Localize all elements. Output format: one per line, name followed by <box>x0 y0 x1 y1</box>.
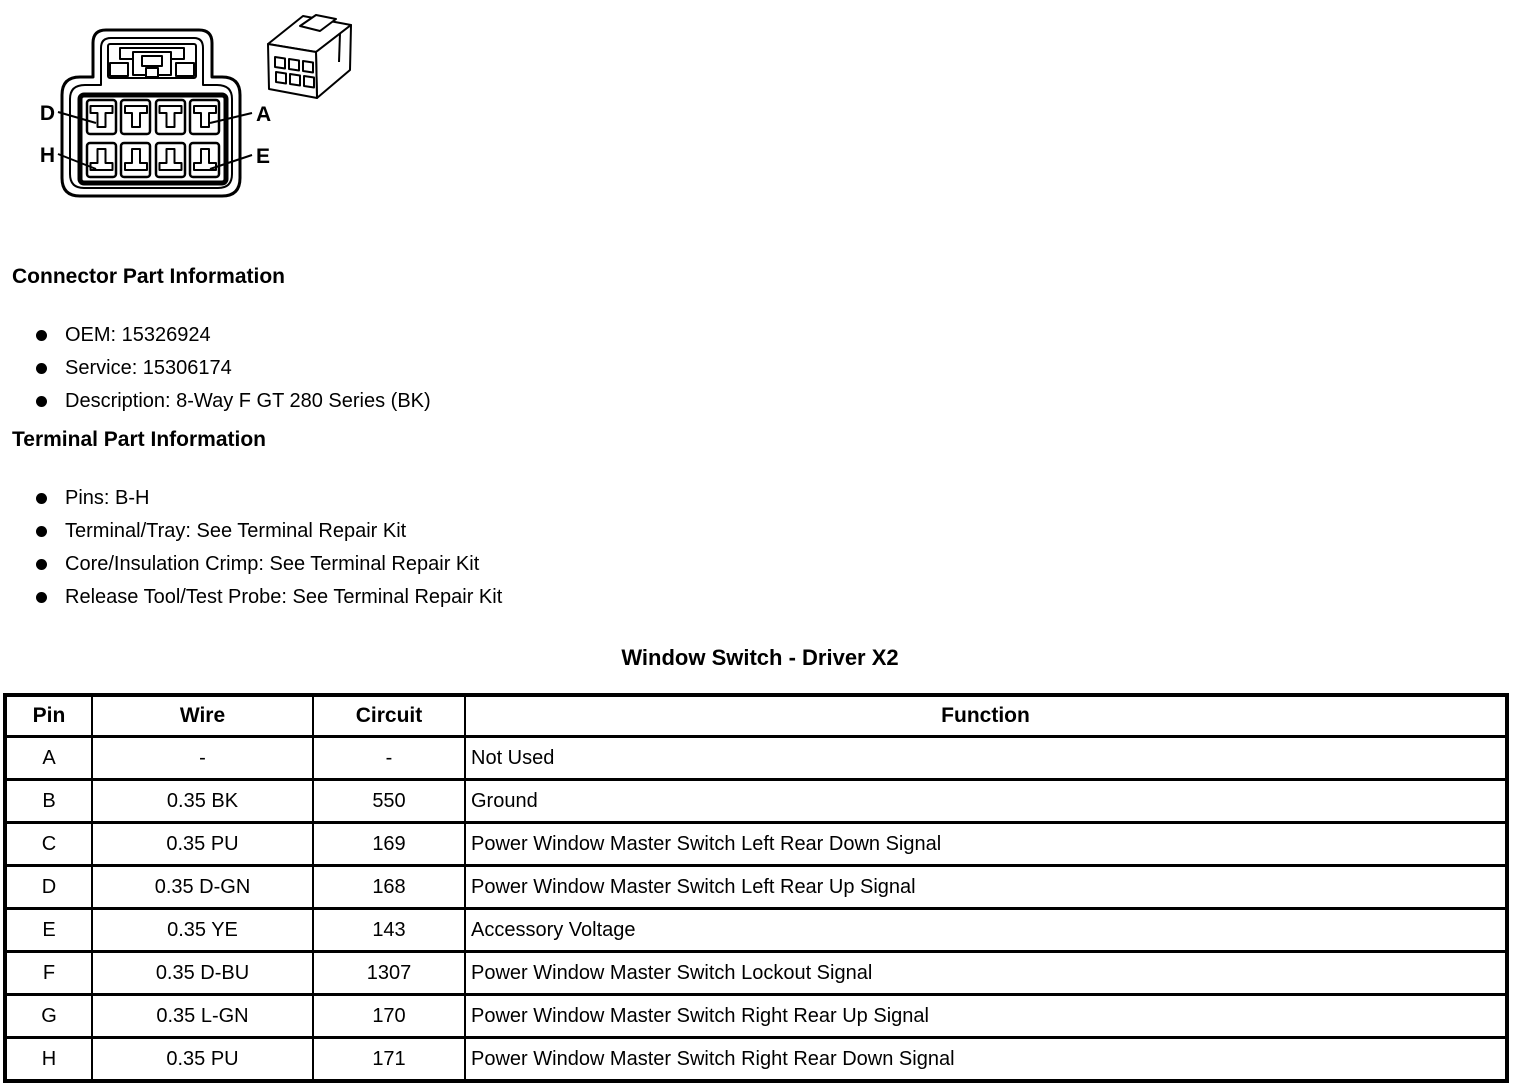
list-item-text: Pins: B-H <box>65 487 150 509</box>
cell-pin: A <box>4 735 93 781</box>
cell-function: Not Used <box>464 735 1508 781</box>
cell-wire: 0.35 L-GN <box>91 993 314 1039</box>
cell-circuit: 143 <box>312 907 466 953</box>
list-item: Release Tool/Test Probe: See Terminal Re… <box>30 581 502 614</box>
cell-wire: 0.35 PU <box>91 1036 314 1083</box>
cell-function: Power Window Master Switch Right Rear Do… <box>464 1036 1508 1083</box>
pin-label-bottom-left: H <box>40 144 55 167</box>
list-item-text: Description: 8-Way F GT 280 Series (BK) <box>65 390 431 412</box>
cell-circuit: - <box>312 735 466 781</box>
cell-circuit: 550 <box>312 778 466 824</box>
cell-function: Accessory Voltage <box>464 907 1508 953</box>
cell-function: Power Window Master Switch Left Rear Dow… <box>464 821 1508 867</box>
cell-pin: B <box>4 778 93 824</box>
column-header-pin: Pin <box>4 693 93 738</box>
terminal-part-info-list: Pins: B-H Terminal/Tray: See Terminal Rep… <box>30 482 502 614</box>
cell-function: Power Window Master Switch Left Rear Up … <box>464 864 1508 910</box>
list-item: Description: 8-Way F GT 280 Series (BK) <box>30 385 431 418</box>
list-item-text: Core/Insulation Crimp: See Terminal Repa… <box>65 553 480 575</box>
column-header-circuit: Circuit <box>312 693 466 738</box>
cell-pin: G <box>4 993 93 1039</box>
bullet-icon <box>36 559 47 570</box>
cell-circuit: 170 <box>312 993 466 1039</box>
leader-line-a <box>209 112 253 124</box>
cell-wire: 0.35 D-BU <box>91 950 314 996</box>
bullet-icon <box>36 330 47 341</box>
column-header-wire: Wire <box>91 693 314 738</box>
list-item-text: OEM: 15326924 <box>65 324 211 346</box>
bullet-icon <box>36 363 47 374</box>
cell-pin: D <box>4 864 93 910</box>
connector-isometric-view <box>267 14 352 99</box>
connector-front-view: D A H E <box>40 28 271 198</box>
pin-label-bottom-right: E <box>256 145 270 168</box>
cell-circuit: 169 <box>312 821 466 867</box>
cell-circuit: 171 <box>312 1036 466 1083</box>
pin-label-top-left: D <box>40 102 55 125</box>
column-header-function: Function <box>464 693 1508 738</box>
list-item: Service: 15306174 <box>30 352 431 385</box>
cell-pin: E <box>4 907 93 953</box>
terminal-part-info-heading: Terminal Part Information <box>12 428 266 451</box>
cell-circuit: 168 <box>312 864 466 910</box>
cell-wire: 0.35 BK <box>91 778 314 824</box>
connector-diagram: D A H E <box>40 14 352 198</box>
table-row: A--Not Used <box>4 735 1508 781</box>
terminal-row-top <box>85 98 221 136</box>
bullet-icon <box>36 592 47 603</box>
cell-wire: 0.35 YE <box>91 907 314 953</box>
list-item-text: Terminal/Tray: See Terminal Repair Kit <box>65 520 407 542</box>
list-item: Pins: B-H <box>30 482 502 515</box>
cell-pin: F <box>4 950 93 996</box>
cell-pin: C <box>4 821 93 867</box>
list-item-text: Release Tool/Test Probe: See Terminal Re… <box>65 586 503 608</box>
cell-circuit: 1307 <box>312 950 466 996</box>
bullet-icon <box>36 396 47 407</box>
table-title: Window Switch - Driver X2 <box>621 645 899 670</box>
bullet-icon <box>36 493 47 504</box>
leader-line-d <box>57 111 97 124</box>
leader-line-e <box>209 154 253 170</box>
cell-wire: 0.35 PU <box>91 821 314 867</box>
list-item: OEM: 15326924 <box>30 319 431 352</box>
cell-function: Ground <box>464 778 1508 824</box>
leader-line-h <box>57 153 97 170</box>
cell-function: Power Window Master Switch Right Rear Up… <box>464 993 1508 1039</box>
cell-wire: 0.35 D-GN <box>91 864 314 910</box>
pin-label-top-right: A <box>256 103 271 126</box>
connector-part-info-heading: Connector Part Information <box>12 265 286 288</box>
list-item-text: Service: 15306174 <box>65 357 232 379</box>
list-item: Terminal/Tray: See Terminal Repair Kit <box>30 515 502 548</box>
bullet-icon <box>36 526 47 537</box>
list-item: Core/Insulation Crimp: See Terminal Repa… <box>30 548 502 581</box>
cell-pin: H <box>4 1036 93 1083</box>
cell-function: Power Window Master Switch Lockout Signa… <box>464 950 1508 996</box>
latch-detail <box>107 43 197 79</box>
cell-wire: - <box>91 735 314 781</box>
